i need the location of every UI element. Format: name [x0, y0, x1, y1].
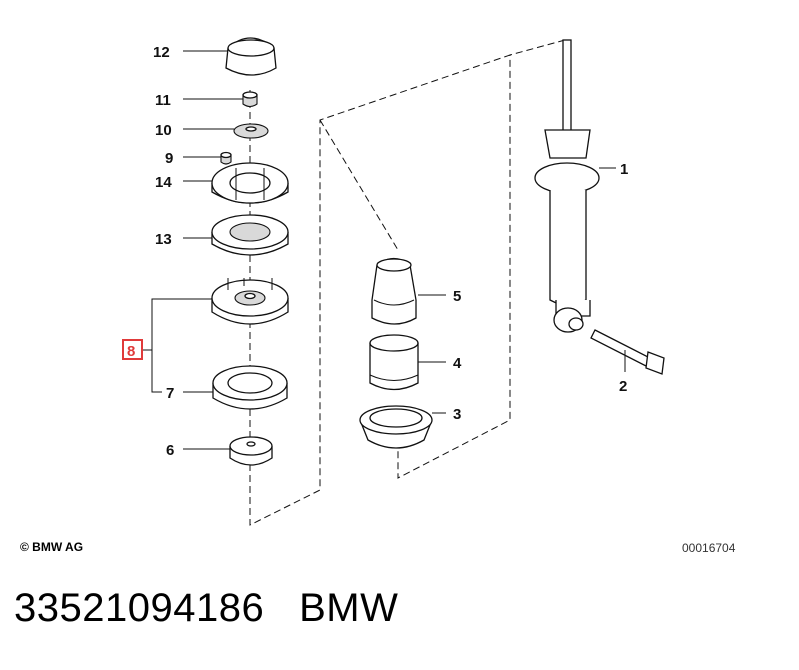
part-4-sleeve[interactable]: [369, 334, 419, 391]
leader-lines: [142, 50, 626, 450]
part-14-plate[interactable]: [211, 162, 289, 204]
callout-8[interactable]: 8: [127, 343, 135, 360]
part-number: 33521094186: [14, 586, 265, 630]
part-5-bump-stop[interactable]: [371, 257, 417, 325]
part-12-cap[interactable]: [225, 37, 277, 76]
part-3-spring-seat[interactable]: [359, 405, 433, 449]
callout-7[interactable]: 7: [166, 385, 174, 402]
callout-9[interactable]: 9: [165, 150, 173, 167]
callout-4[interactable]: 4: [453, 355, 462, 372]
part-1-shock-absorber[interactable]: [534, 39, 600, 333]
brand-label: BMW: [299, 586, 399, 630]
part-2-bolt[interactable]: [590, 329, 665, 375]
part-13-bearing[interactable]: [211, 214, 289, 256]
callout-3[interactable]: 3: [453, 406, 461, 423]
callout-1[interactable]: 1: [620, 161, 628, 178]
callout-6[interactable]: 6: [166, 442, 174, 459]
drawing-number: 00016704: [682, 541, 736, 555]
callout-10[interactable]: 10: [155, 122, 172, 139]
part-line: 33521094186 BMW: [14, 586, 398, 631]
assembly-dashed-lines: [249, 39, 566, 526]
callout-2[interactable]: 2: [619, 378, 627, 395]
part-9-nut[interactable]: [220, 151, 232, 165]
part-7-lower-mount[interactable]: [212, 365, 288, 410]
part-11-nut[interactable]: [242, 91, 258, 108]
callout-11[interactable]: 11: [155, 92, 171, 109]
copyright-label: © BMW AG: [20, 540, 84, 554]
part-10-washer[interactable]: [233, 123, 269, 139]
callout-13[interactable]: 13: [155, 231, 172, 248]
part-6-cap[interactable]: [229, 436, 273, 466]
callout-14[interactable]: 14: [155, 174, 172, 191]
callout-12[interactable]: 12: [153, 44, 170, 61]
callout-8-highlight-box: [122, 339, 143, 360]
callout-5[interactable]: 5: [453, 288, 461, 305]
part-8-strut-mount[interactable]: [211, 278, 289, 325]
